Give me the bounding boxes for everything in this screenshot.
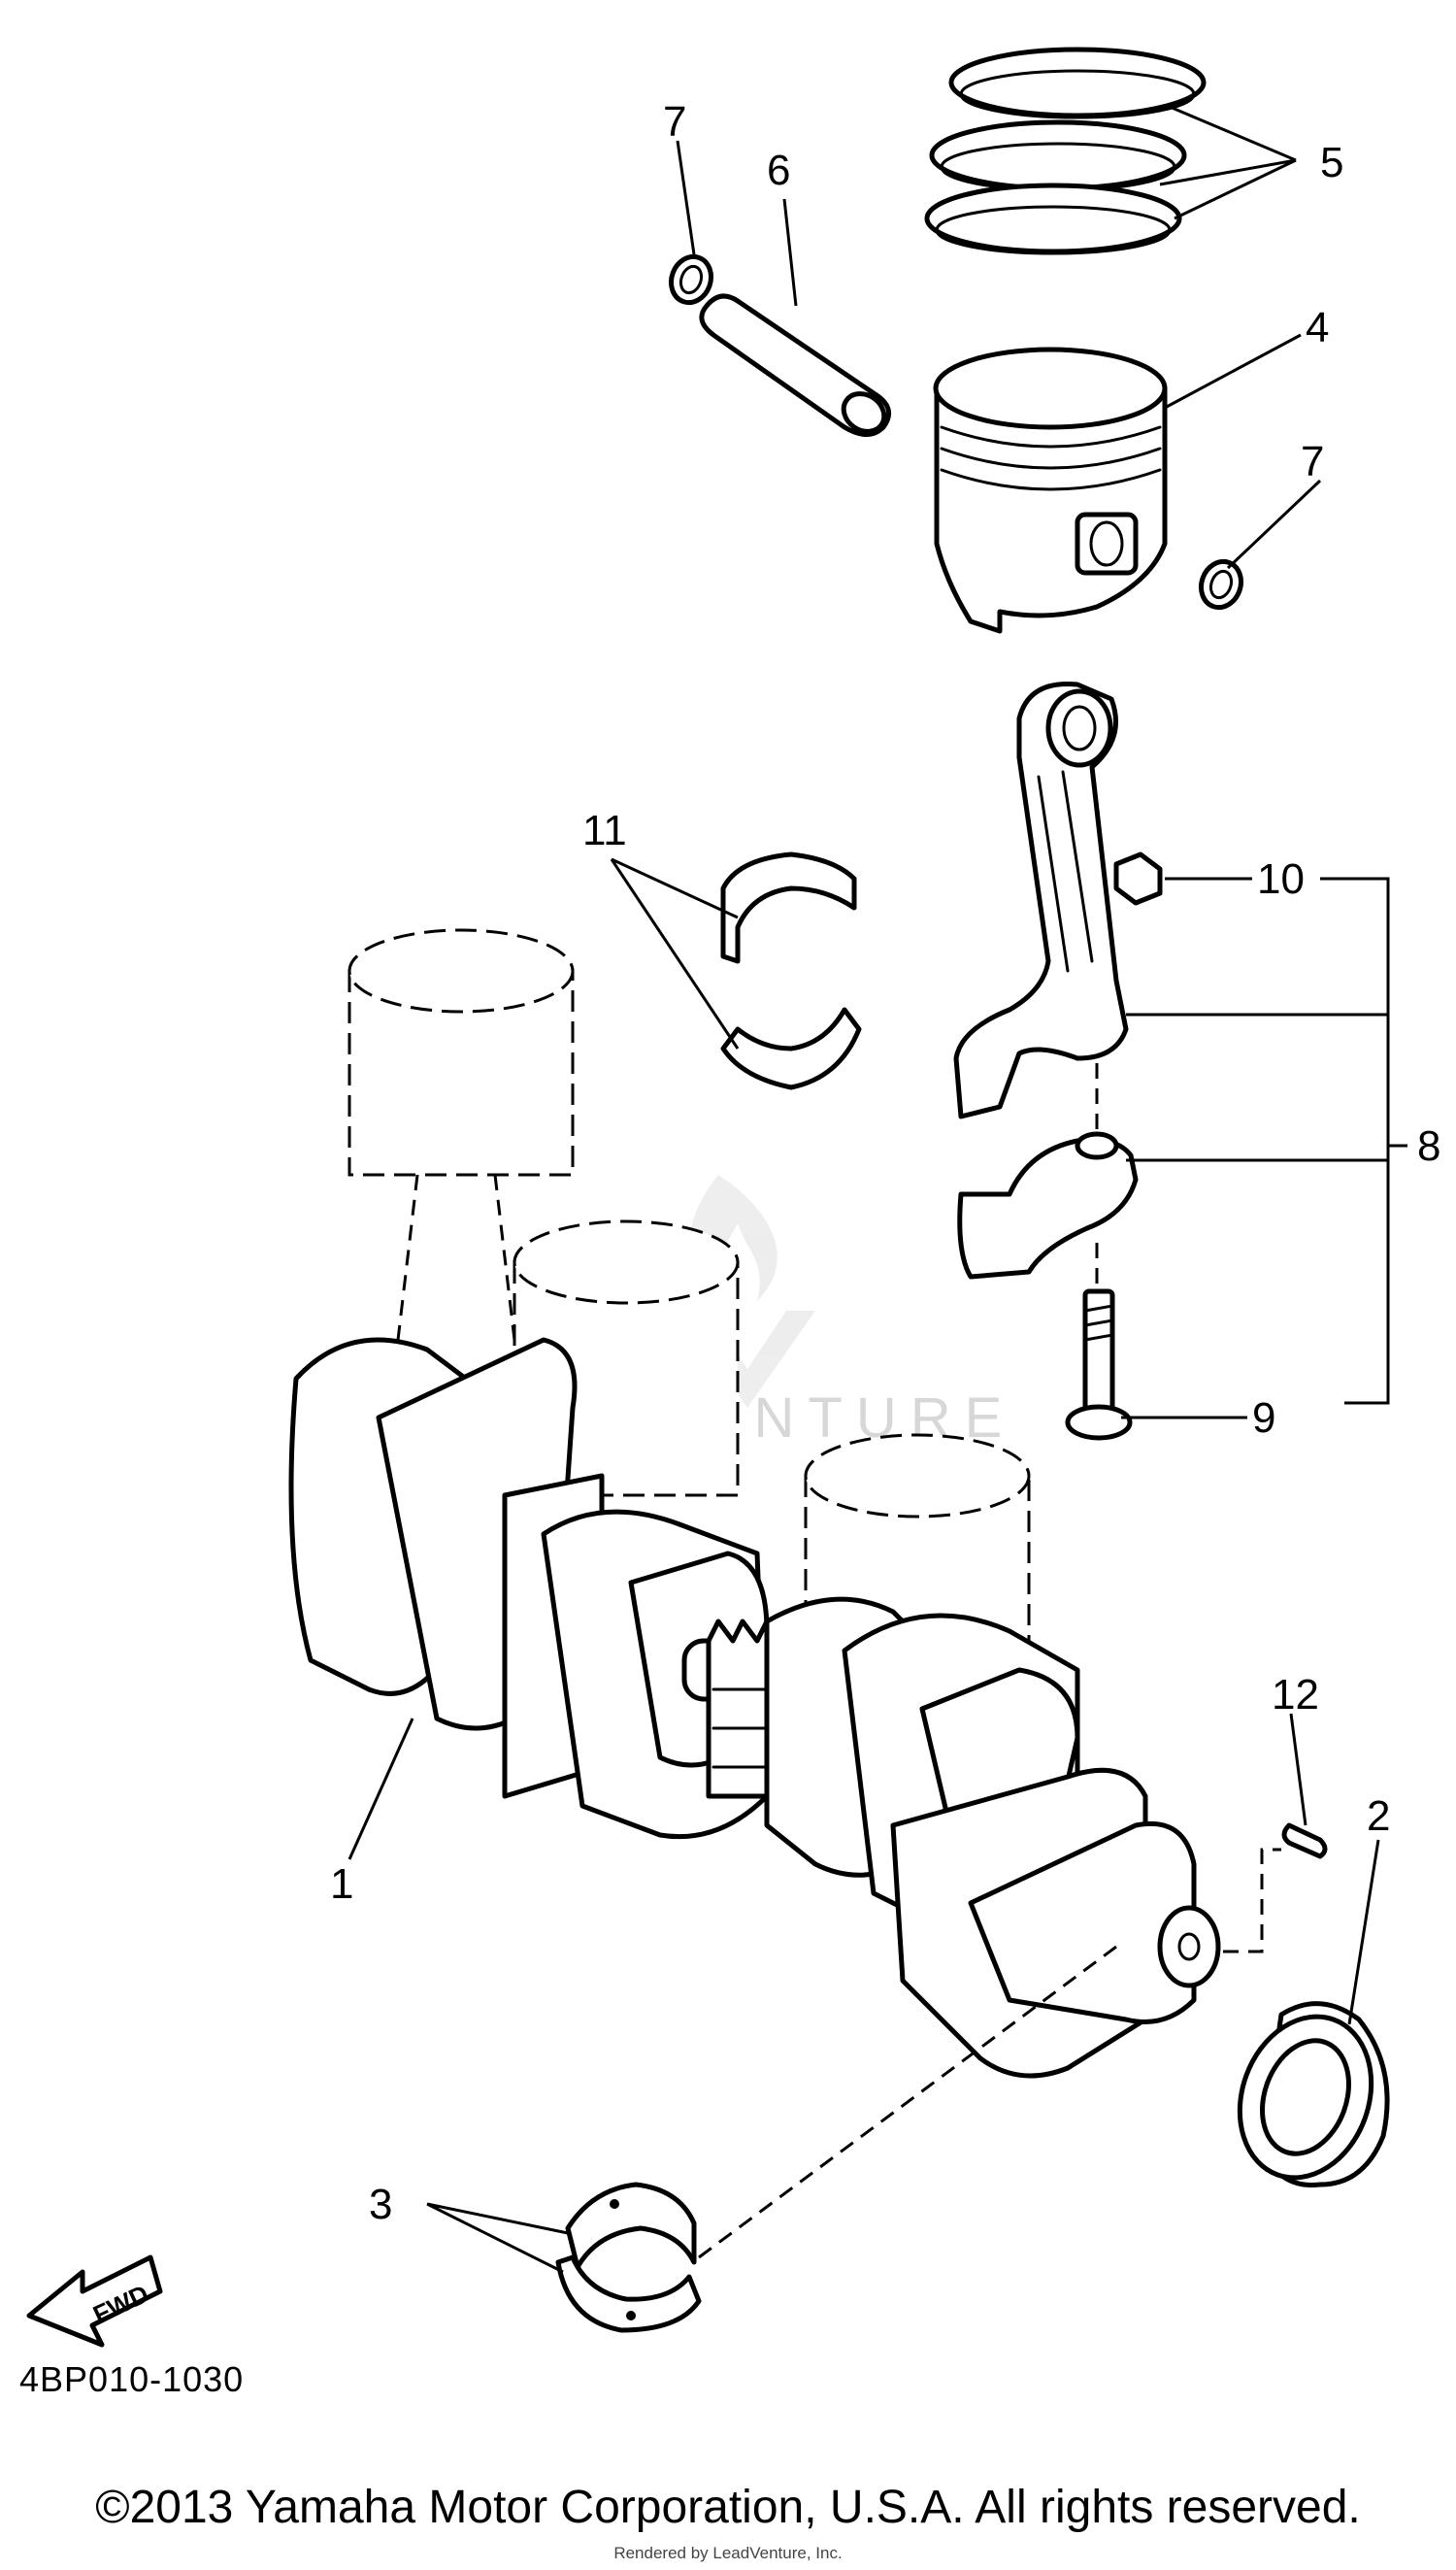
callout-4: 4 bbox=[1306, 304, 1329, 351]
fwd-arrow-icon: FWD bbox=[26, 2254, 163, 2348]
callout-11: 11 bbox=[582, 807, 627, 854]
rendered-by-text: Rendered by LeadVenture, Inc. bbox=[613, 2544, 843, 2562]
callout-2: 2 bbox=[1367, 1792, 1390, 1840]
leader-lines bbox=[347, 105, 1407, 2274]
callout-7-right: 7 bbox=[1301, 438, 1324, 485]
piston-pin bbox=[699, 293, 892, 437]
oil-seal bbox=[1237, 2001, 1390, 2188]
rod-bolt bbox=[1065, 1288, 1133, 1441]
callout-5: 5 bbox=[1320, 139, 1343, 186]
callout-1: 1 bbox=[330, 1860, 353, 1908]
copyright-text: ©2013 Yamaha Motor Corporation, U.S.A. A… bbox=[95, 2482, 1361, 2533]
callout-8: 8 bbox=[1417, 1122, 1440, 1170]
crankshaft bbox=[288, 1337, 1221, 2079]
piston-pin-clips bbox=[668, 253, 1244, 611]
main-bearings bbox=[555, 2182, 702, 2333]
rod-nut bbox=[1113, 851, 1163, 906]
piston-rings bbox=[924, 47, 1207, 255]
connecting-rod-cap bbox=[957, 1131, 1139, 1280]
phantom-rod bbox=[396, 1174, 516, 1341]
connecting-rod bbox=[953, 681, 1129, 1119]
dowel-pin bbox=[1281, 1822, 1328, 1859]
callout-10: 10 bbox=[1257, 855, 1305, 903]
callout-9: 9 bbox=[1252, 1394, 1275, 1442]
callout-12: 12 bbox=[1272, 1671, 1319, 1719]
rod-bearings bbox=[720, 851, 862, 1090]
callout-7-top: 7 bbox=[663, 98, 686, 146]
diagram-code: 4BP010-1030 bbox=[19, 2359, 245, 2399]
piston bbox=[933, 347, 1168, 634]
callout-3: 3 bbox=[369, 2181, 392, 2228]
callout-6: 6 bbox=[767, 147, 790, 194]
